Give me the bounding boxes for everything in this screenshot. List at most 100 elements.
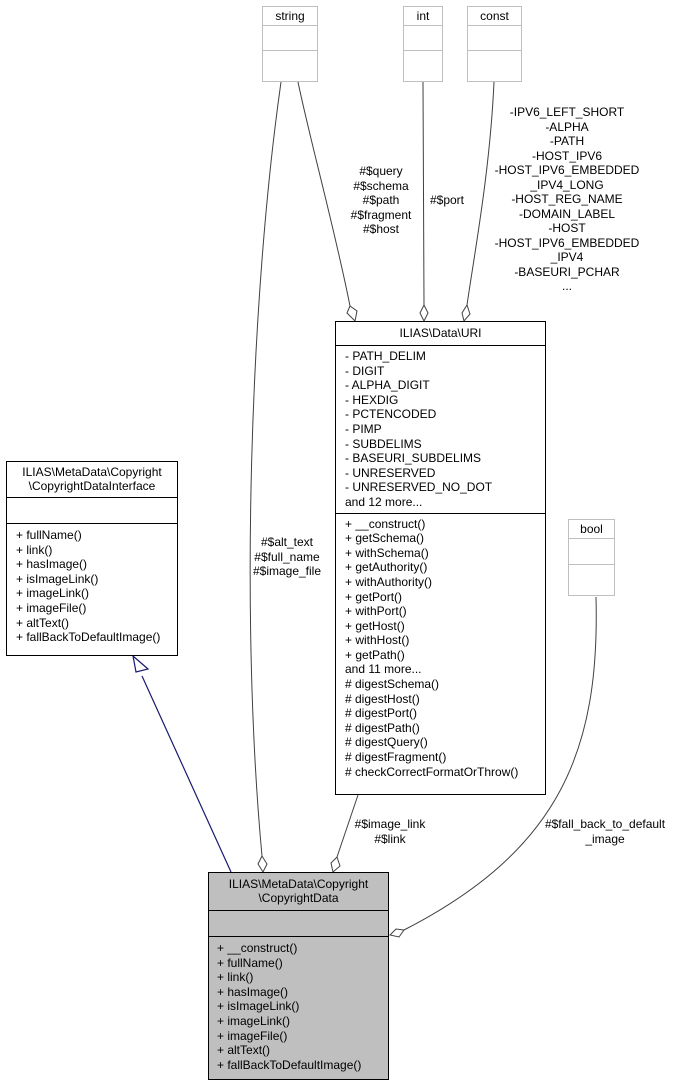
method: + withSchema() [345, 545, 429, 560]
edge-label-line: #$full_name [254, 549, 320, 564]
method: + getSchema() [345, 531, 425, 546]
usage-edge-bool-main [389, 596, 597, 938]
class-box-const[interactable]: const [467, 6, 522, 82]
method: + imageFile() [217, 1028, 288, 1043]
class-methods [404, 50, 442, 75]
usage-edge-uri-main [330, 794, 359, 873]
edge-label-line: #$fragment [350, 207, 412, 222]
method: + altText() [16, 615, 70, 630]
edge-label-const-uri: -IPV6_LEFT_SHORT -ALPHA -PATH -HOST_IPV6… [472, 105, 662, 294]
inheritance-edge [132, 654, 232, 873]
attribute: - ALPHA_DIGIT [345, 378, 430, 393]
class-box-copyright-data-interface[interactable]: ILIAS\MetaData\Copyright \CopyrightDataI… [6, 461, 178, 656]
edge-label-line: _image [585, 831, 625, 846]
class-box-int[interactable]: int [403, 6, 443, 82]
method: + link() [16, 542, 53, 557]
method: + hasImage() [217, 984, 289, 999]
attribute: - DIGIT [345, 363, 385, 378]
method: # digestFragment() [345, 750, 447, 765]
method: + isImageLink() [16, 571, 99, 586]
method: + imageLink() [16, 586, 90, 601]
edge-label-line: #$link [374, 831, 406, 846]
edge-label-line: _IPV4 [550, 250, 584, 264]
class-title-line: ILIAS\MetaData\Copyright [228, 877, 369, 891]
edge-label-line: #$path [362, 193, 400, 207]
method: + __construct() [345, 516, 426, 531]
edge-label-line: -HOST_IPV6 [531, 148, 603, 163]
edge-label-string-main: #$alt_text #$full_name #$image_file [242, 535, 332, 579]
method-more: and 11 more... [345, 662, 422, 677]
class-title: ILIAS\MetaData\Copyright \CopyrightData [209, 873, 388, 910]
method: + withHost() [345, 633, 410, 648]
method: # digestSchema() [345, 677, 440, 692]
class-attributes [263, 25, 317, 50]
edge-label-line: ... [561, 279, 572, 293]
usage-edge-string-main [249, 81, 282, 874]
edge-label-int-uri: #$port [424, 193, 470, 208]
attribute: - UNRESERVED [345, 465, 436, 480]
class-box-bool[interactable]: bool [568, 519, 615, 596]
class-box-copyright-data[interactable]: ILIAS\MetaData\Copyright \CopyrightData … [208, 872, 389, 1080]
class-title: bool [580, 522, 603, 536]
attribute: - BASEURI_SUBDELIMS [345, 451, 482, 466]
method: # checkCorrectFormatOrThrow() [345, 764, 519, 779]
method: + getAuthority() [345, 560, 428, 575]
edge-label-line: -PATH [549, 134, 585, 148]
class-attributes: - PATH_DELIM - DIGIT - ALPHA_DIGIT - HEX… [336, 345, 545, 513]
edge-label-line: #$query [359, 164, 403, 178]
method: + fallBackToDefaultImage() [16, 630, 161, 645]
class-title: const [480, 9, 509, 23]
method: # digestPath() [345, 720, 420, 735]
edge-label-string-uri: #$query #$schema #$path #$fragment #$hos… [340, 164, 422, 237]
method: # digestPort() [345, 706, 418, 721]
class-methods [569, 564, 614, 589]
class-methods [263, 50, 317, 75]
method: + imageFile() [16, 600, 87, 615]
class-title: ILIAS\MetaData\Copyright \CopyrightDataI… [7, 462, 177, 497]
edge-label-line: -ALPHA [545, 119, 589, 134]
method: + withPort() [345, 604, 407, 619]
edge-label-line: _IPV4_LONG [530, 177, 604, 192]
method: + __construct() [217, 941, 298, 955]
attribute: - PATH_DELIM [345, 349, 426, 363]
class-attributes [209, 910, 388, 936]
class-title: int [416, 9, 430, 23]
class-title: ILIAS\Data\URI [399, 326, 482, 340]
edge-label-line: -HOST_REG_NAME [511, 192, 623, 206]
method: + hasImage() [16, 557, 88, 572]
class-methods: + __construct() + fullName() + link() + … [209, 936, 388, 1075]
class-title-line: \CopyrightDataInterface [28, 479, 156, 493]
edge-label-line: -BASEURI_PCHAR [514, 264, 620, 279]
edge-label-line: #$port [429, 193, 465, 207]
method: + fallBackToDefaultImage() [217, 1057, 362, 1072]
edge-label-line: -HOST [548, 221, 586, 235]
class-attributes [468, 25, 521, 50]
edge-label-line: #$host [362, 222, 400, 236]
class-attributes [7, 497, 177, 523]
class-methods [468, 50, 521, 75]
edge-label-bool-main: #$fall_back_to_default _image [538, 817, 672, 846]
attribute: - UNRESERVED_NO_DOT [345, 480, 493, 495]
attribute: - HEXDIG [345, 392, 399, 407]
attribute-more: and 12 more... [345, 494, 423, 509]
class-attributes [569, 538, 614, 564]
edge-label-line: #$alt_text [260, 535, 314, 549]
edge-label-line: #$image_file [252, 564, 322, 578]
class-title: string [275, 9, 305, 23]
method: + getPort() [345, 589, 403, 604]
class-box-string[interactable]: string [262, 6, 318, 82]
method: # digestHost() [345, 691, 420, 706]
attribute: - SUBDELIMS [345, 436, 422, 451]
class-title-line: ILIAS\MetaData\Copyright [22, 465, 162, 479]
method: + imageLink() [217, 1013, 291, 1028]
method: + fullName() [16, 528, 82, 542]
attribute: - PCTENCODED [345, 407, 437, 422]
method: + isImageLink() [217, 999, 300, 1014]
edge-label-line: #$image_link [354, 817, 426, 831]
class-box-uri[interactable]: ILIAS\Data\URI - PATH_DELIM - DIGIT - AL… [335, 321, 546, 795]
method: + getPath() [345, 647, 405, 662]
method: + link() [217, 970, 254, 985]
class-methods: + __construct() + getSchema() + withSche… [336, 512, 545, 783]
class-methods: + fullName() + link() + hasImage() + isI… [7, 523, 177, 648]
